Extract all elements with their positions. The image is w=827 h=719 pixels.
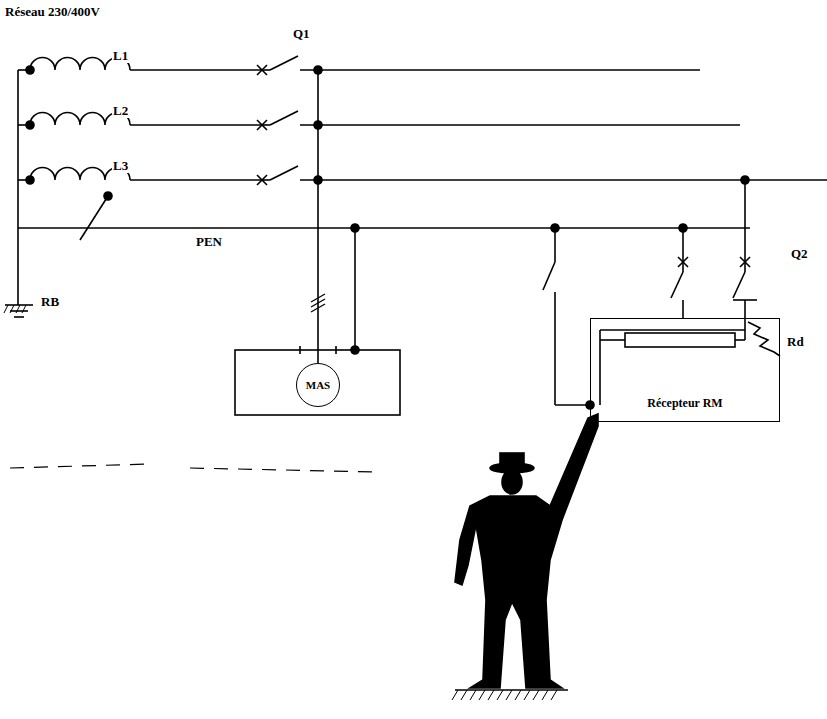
wire	[130, 69, 262, 71]
label: PEN	[195, 234, 223, 249]
ground-hatch	[524, 690, 530, 700]
wire	[130, 124, 262, 126]
junction-dot	[351, 346, 359, 354]
dashed-line	[10, 464, 380, 472]
node-text: Récepteur RM	[647, 396, 722, 411]
earth-hatch	[22, 305, 26, 313]
pen-conductor	[18, 227, 750, 229]
ground-hatch	[461, 690, 467, 700]
wire	[554, 292, 556, 405]
motor-enclosure	[235, 350, 400, 415]
wire	[744, 300, 746, 318]
wire	[744, 180, 746, 262]
neutral-wire	[17, 70, 19, 305]
junction-dot	[26, 66, 34, 74]
label: L1	[112, 48, 129, 63]
internal-wire	[744, 318, 746, 340]
ground-hatch	[515, 690, 521, 700]
switch-blade	[543, 262, 555, 290]
wire	[300, 69, 700, 71]
earth-hatch	[4, 305, 8, 313]
neutral-link	[80, 196, 108, 240]
internal-wire	[600, 329, 745, 331]
wire	[300, 124, 740, 126]
junction-dot	[26, 176, 34, 184]
internal-wire	[599, 330, 601, 405]
terminal-mark	[335, 346, 337, 354]
switch-blade	[270, 56, 298, 70]
wire	[555, 404, 590, 406]
ground-hatch	[488, 690, 494, 700]
switch-blade	[671, 272, 683, 298]
person-silhouette	[500, 453, 524, 468]
junction-dot	[26, 121, 34, 129]
internal-wire	[600, 339, 625, 341]
fault-resistor	[748, 322, 780, 356]
wire	[130, 179, 262, 181]
person-silhouette	[455, 414, 598, 688]
terminal-mark	[299, 346, 301, 354]
wire	[262, 69, 270, 71]
wire	[262, 124, 270, 126]
label: Q1	[292, 26, 311, 41]
wire	[682, 228, 684, 262]
label: Rd	[786, 334, 805, 349]
earth-symbol	[10, 310, 28, 312]
earth-symbol	[14, 316, 24, 318]
motor-circle: MAS	[296, 363, 340, 407]
switch-blade	[733, 272, 745, 298]
ground-hatch	[470, 690, 476, 700]
junction-dot	[104, 192, 112, 200]
resistor-symbol	[625, 333, 735, 347]
label: RB	[40, 294, 60, 309]
wire	[744, 262, 746, 272]
ground-hatch	[452, 690, 458, 700]
ground-hatch	[551, 690, 557, 700]
label: Réseau 230/400V	[4, 4, 101, 19]
protective-conductor	[354, 228, 356, 350]
switch-blade	[270, 111, 298, 125]
wire	[554, 228, 556, 262]
wire	[682, 262, 684, 272]
ground-hatch	[542, 690, 548, 700]
label: L2	[112, 103, 129, 118]
person-silhouette	[502, 470, 522, 494]
label: Q2	[790, 246, 809, 261]
wire	[262, 179, 270, 181]
switch-blade	[270, 166, 298, 180]
wire	[682, 300, 684, 318]
label: L3	[112, 158, 129, 173]
earth-symbol	[5, 304, 33, 306]
internal-wire	[735, 339, 745, 341]
terminal-mark	[733, 299, 757, 301]
ground-hatch	[497, 690, 503, 700]
motor-feeder	[317, 70, 319, 363]
three-phase-mark	[311, 304, 325, 312]
node-text: MAS	[306, 379, 330, 391]
receiver-box: Récepteur RM	[590, 318, 780, 422]
ground-hatch	[506, 690, 512, 700]
ground-hatch	[479, 690, 485, 700]
earth-hatch	[10, 305, 14, 313]
ground-hatch	[533, 690, 539, 700]
earth-hatch	[16, 305, 20, 313]
